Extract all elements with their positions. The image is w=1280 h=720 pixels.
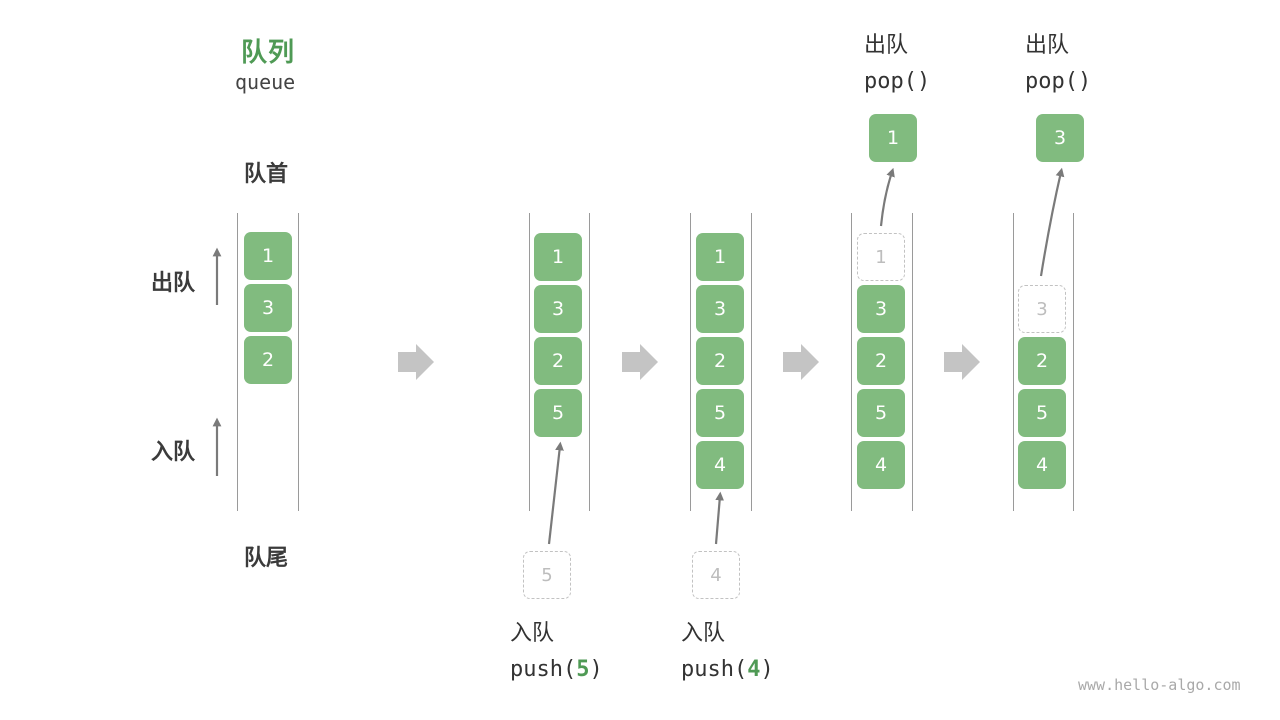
caption-argument: 5	[576, 657, 590, 682]
queue-wall-right	[751, 213, 752, 511]
caption-title: 出队	[864, 33, 909, 58]
queue-wall-left	[237, 213, 238, 511]
queue-wall-left	[529, 213, 530, 511]
queue-element: 4	[696, 441, 744, 489]
pending-element: 4	[692, 551, 740, 599]
caption-function: push(	[510, 657, 577, 682]
step-arrow-icon	[944, 344, 980, 380]
watermark: www.hello-algo.com	[1078, 676, 1241, 694]
popped-element: 1	[869, 114, 917, 162]
queue-element: 5	[534, 389, 582, 437]
queue-wall-right	[1073, 213, 1074, 511]
queue-element: 3	[534, 285, 582, 333]
push-5-caption: 入队 push(5)	[510, 616, 603, 688]
queue-element: 2	[534, 337, 582, 385]
diagram-title: 队列	[241, 38, 296, 68]
step-arrow-icon	[622, 344, 658, 380]
queue-element: 3	[244, 284, 292, 332]
caption-close: )	[760, 657, 774, 682]
caption-function: push(	[681, 657, 748, 682]
push-4-arrow	[714, 491, 725, 545]
queue-element: 2	[696, 337, 744, 385]
queue-element: 4	[1018, 441, 1066, 489]
removed-element: 3	[1018, 285, 1066, 333]
dequeue-label: 出队	[151, 271, 196, 296]
queue-wall-right	[589, 213, 590, 511]
queue-element: 1	[534, 233, 582, 281]
queue-element: 2	[244, 336, 292, 384]
queue-head-label: 队首	[244, 162, 289, 187]
queue-wall-left	[851, 213, 852, 511]
pop-1-arrow	[879, 167, 895, 227]
caption-function: pop()	[1025, 69, 1092, 94]
push-4-caption: 入队 push(4)	[681, 616, 774, 688]
queue-wall-left	[1013, 213, 1014, 511]
queue-tail-label: 队尾	[244, 546, 289, 571]
queue-element: 5	[857, 389, 905, 437]
pop-3-caption: 出队 pop()	[1025, 28, 1091, 100]
queue-element: 3	[857, 285, 905, 333]
enqueue-label: 入队	[151, 440, 196, 465]
queue-element: 5	[696, 389, 744, 437]
queue-element: 3	[696, 285, 744, 333]
pending-element: 5	[523, 551, 571, 599]
step-arrow-icon	[398, 344, 434, 380]
pop-3-arrow	[1039, 167, 1065, 277]
caption-title: 入队	[510, 621, 555, 646]
queue-wall-left	[690, 213, 691, 511]
diagram-subtitle: queue	[235, 70, 296, 94]
queue-element: 2	[857, 337, 905, 385]
queue-element: 5	[1018, 389, 1066, 437]
queue-wall-right	[298, 213, 299, 511]
queue-element: 2	[1018, 337, 1066, 385]
caption-function: pop()	[864, 69, 931, 94]
queue-element: 1	[244, 232, 292, 280]
caption-argument: 4	[747, 657, 761, 682]
caption-title: 出队	[1025, 33, 1070, 58]
queue-element: 4	[857, 441, 905, 489]
push-5-arrow	[547, 441, 564, 545]
caption-title: 入队	[681, 621, 726, 646]
queue-element: 1	[696, 233, 744, 281]
pop-1-caption: 出队 pop()	[864, 28, 930, 100]
queue-wall-right	[912, 213, 913, 511]
step-arrow-icon	[783, 344, 819, 380]
popped-element: 3	[1036, 114, 1084, 162]
removed-element: 1	[857, 233, 905, 281]
caption-close: )	[589, 657, 603, 682]
